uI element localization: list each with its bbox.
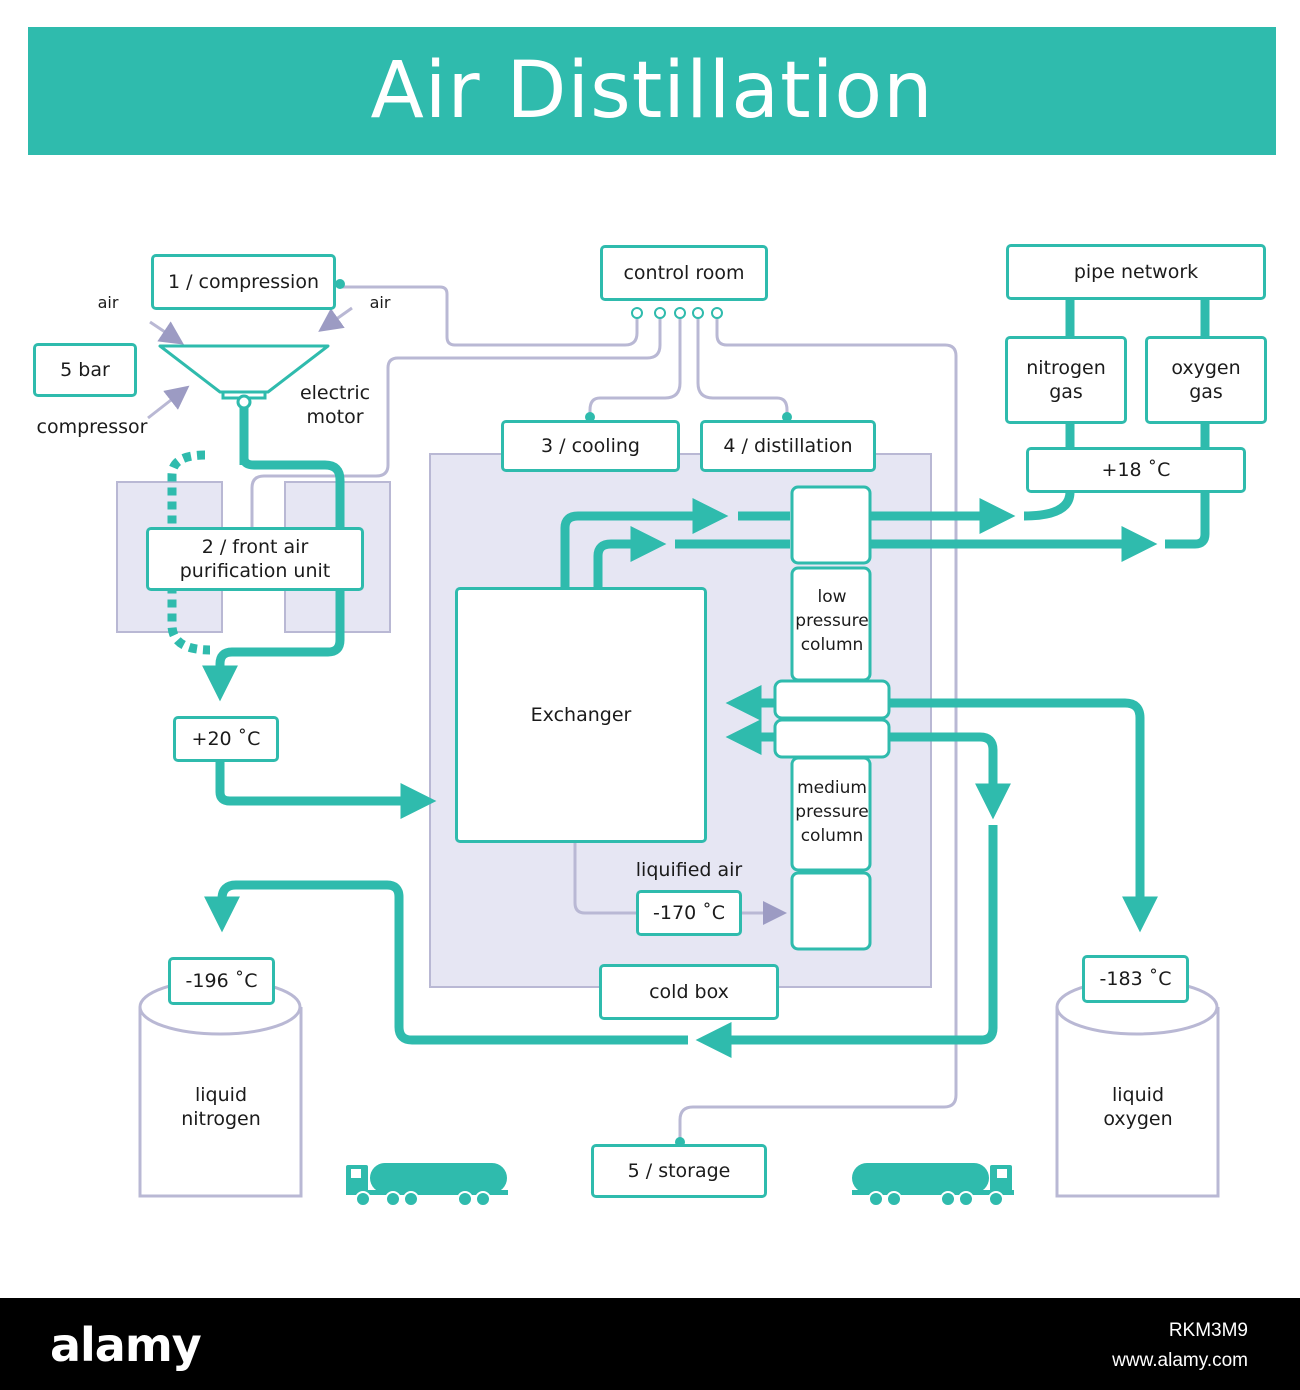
liquified-air-label: liquified air — [635, 859, 743, 881]
tanker-truck-icon — [346, 1163, 508, 1207]
page-title: Air Distillation — [370, 46, 934, 136]
air-label-left: air — [97, 293, 119, 312]
temperature-196-box: -196 ˚C — [168, 957, 275, 1005]
control-connectors — [335, 279, 792, 1147]
tanker-truck-icon — [852, 1163, 1014, 1207]
cold-box-label: cold box — [599, 964, 779, 1020]
temperature-170-box: -170 ˚C — [636, 890, 742, 936]
storage-box: 5 / storage — [591, 1144, 767, 1198]
medium-pressure-column-label: medium pressure column — [795, 778, 869, 846]
purification-unit-box: 2 / front air purification unit — [146, 527, 364, 591]
oxygen-gas-box: oxygen gas — [1145, 336, 1267, 424]
footer-image-id: RKM3M9 — [1168, 1320, 1248, 1341]
cooling-box: 3 / cooling — [501, 420, 680, 472]
electric-motor-label: electric motor — [299, 382, 371, 428]
title-banner: Air Distillation — [28, 27, 1276, 155]
footer-logo: alamy — [50, 1318, 202, 1372]
gas-temperature-box: +18 ˚C — [1026, 447, 1246, 493]
temperature-20-box: +20 ˚C — [173, 716, 279, 762]
liquid-oxygen-label: liquid oxygen — [1103, 1084, 1173, 1130]
control-room-box: control room — [600, 245, 768, 301]
column-top-segment — [790, 485, 872, 565]
watermark-footer — [0, 1298, 1300, 1390]
low-pressure-column-label: low pressure column — [795, 587, 869, 655]
distillation-column — [773, 485, 891, 951]
compressor-label: compressor — [36, 416, 148, 438]
distillation-box: 4 / distillation — [700, 420, 876, 472]
temperature-183-box: -183 ˚C — [1082, 955, 1189, 1003]
footer-url: www.alamy.com — [1112, 1350, 1248, 1371]
liquid-nitrogen-label: liquid nitrogen — [181, 1084, 261, 1130]
pressure-box: 5 bar — [33, 343, 137, 397]
column-bottom-segment — [790, 871, 872, 951]
column-medium-pressure-segment — [790, 756, 872, 872]
column-separator-bottom — [773, 718, 891, 759]
nitrogen-gas-box: nitrogen gas — [1005, 336, 1127, 424]
air-label-right: air — [369, 293, 391, 312]
compression-box: 1 / compression — [151, 254, 336, 310]
exchanger-box: Exchanger — [455, 587, 707, 843]
column-separator-top — [773, 679, 891, 720]
control-lines — [147, 285, 958, 1145]
pipe-network-box: pipe network — [1006, 244, 1266, 300]
funnel-compressor-icon — [158, 344, 330, 410]
process-diagram — [116, 279, 1220, 1207]
